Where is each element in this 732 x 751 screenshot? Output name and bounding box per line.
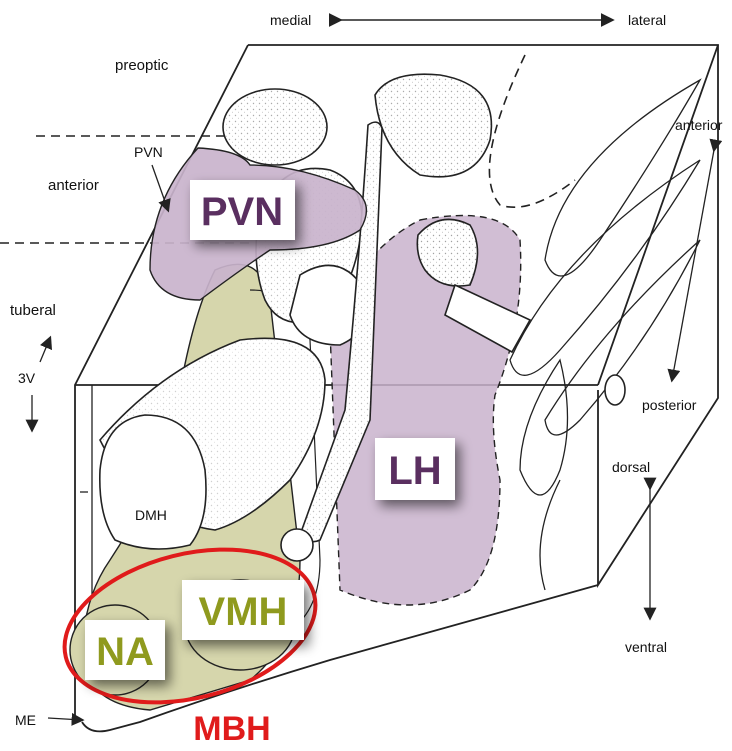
medial-label: medial — [270, 12, 311, 28]
na-tag-text: NA — [96, 630, 154, 674]
pvn-tag-text: PVN — [201, 190, 283, 234]
lateral-slices — [510, 80, 700, 590]
mbh-label: MBH — [193, 710, 270, 748]
anterior-region-label: anterior — [48, 177, 99, 194]
vmh-tag-text: VMH — [199, 590, 288, 634]
third-ventricle-label: 3V — [18, 370, 36, 386]
ventral-label: ventral — [625, 639, 667, 655]
anterior-posterior-arrow — [672, 150, 714, 380]
posterior-orientation-label: posterior — [642, 397, 697, 413]
dorsal-label: dorsal — [612, 459, 650, 475]
third-ventricle-up-arrow — [40, 338, 50, 362]
lateral-label: lateral — [628, 12, 666, 28]
median-eminence-arrow — [48, 718, 82, 720]
lh-tag-text: LH — [388, 449, 441, 493]
pvn-pointer-label: PVN — [134, 144, 163, 160]
preoptic-label: preoptic — [115, 57, 169, 74]
tuberal-region-label: tuberal — [10, 302, 56, 319]
median-eminence-label: ME — [15, 712, 36, 728]
anterior-orientation-label: anterior — [675, 117, 723, 133]
pvn-pointer-arrow — [152, 165, 168, 210]
dmh-label: DMH — [135, 507, 167, 523]
